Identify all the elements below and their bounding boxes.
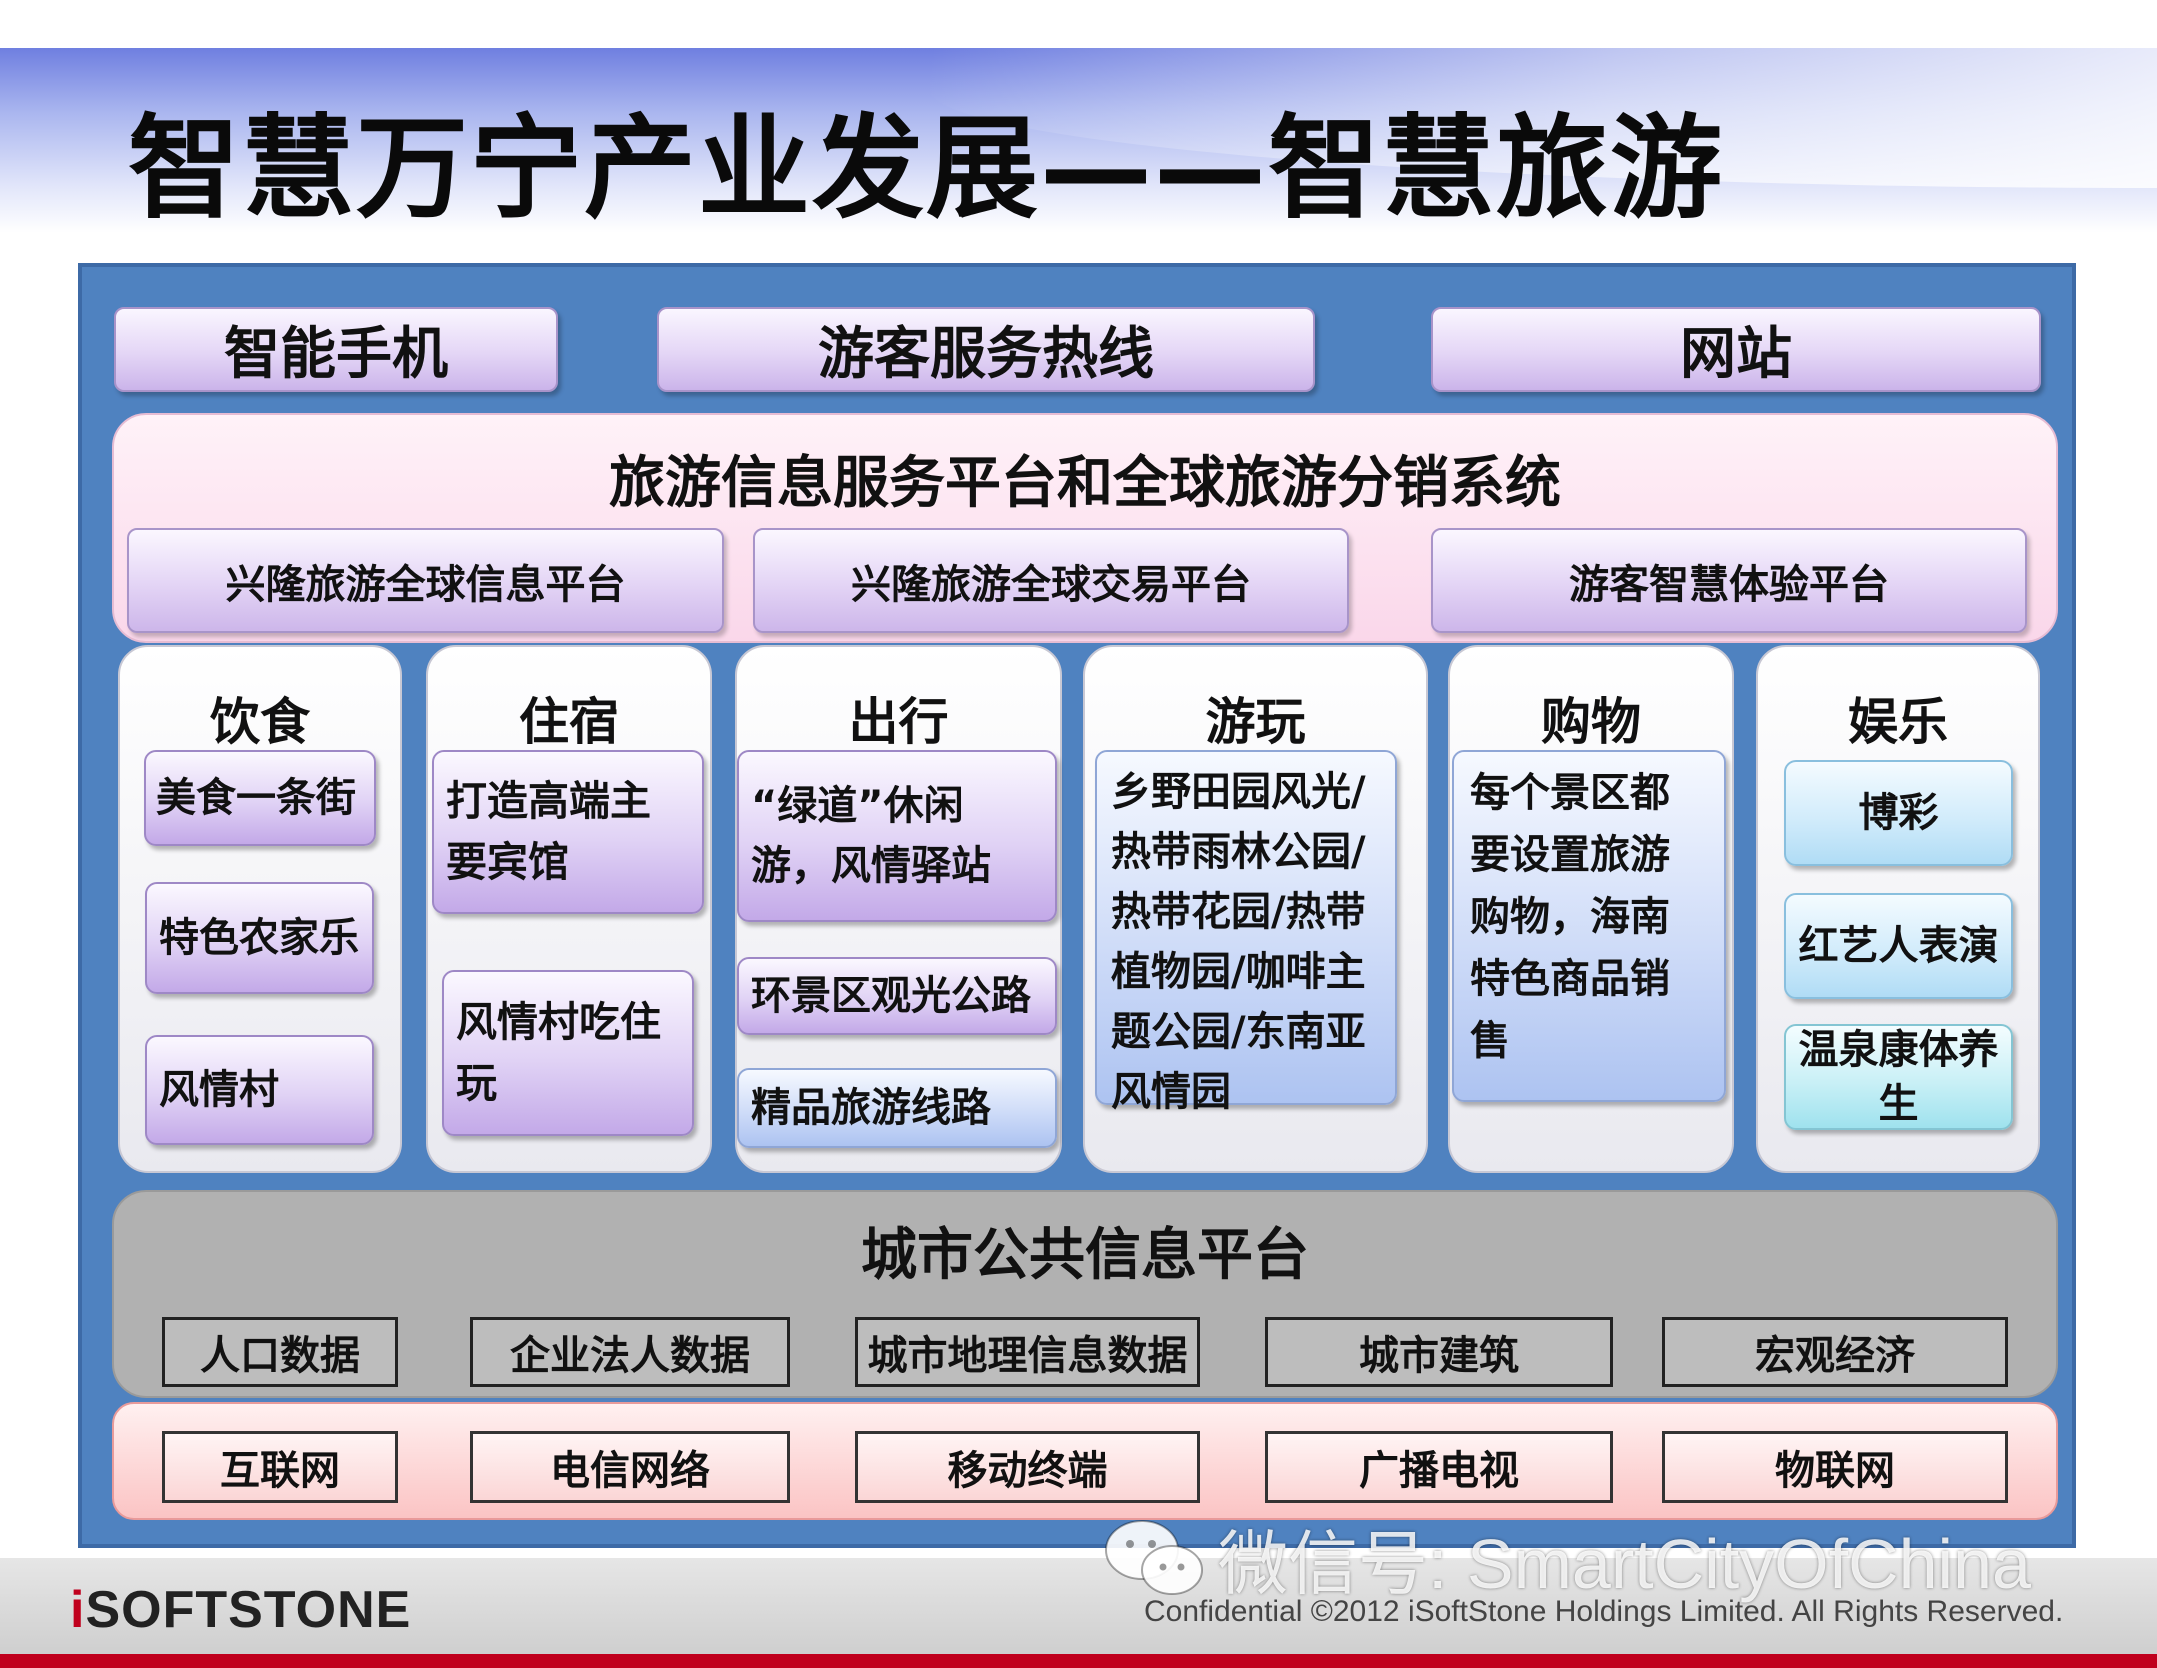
network-box-mobile: 移动终端 [855,1431,1200,1503]
channel-smartphone: 智能手机 [114,307,558,392]
list-item: 美食一条街 [144,750,376,846]
list-item: “绿道”休闲游，风情驿站 [737,750,1057,922]
list-item: 环景区观光公路 [737,957,1057,1035]
sub-platform-info: 兴隆旅游全球信息平台 [127,528,724,633]
isoftstone-logo: iSOFTSTONE [70,1581,412,1639]
channel-website: 网站 [1431,307,2041,392]
data-box-geo: 城市地理信息数据 [855,1317,1200,1387]
column-title: 住宿 [519,693,619,751]
channel-hotline: 游客服务热线 [657,307,1315,392]
list-item: 风情村 [145,1035,374,1145]
data-box-economy: 宏观经济 [1662,1317,2008,1387]
list-item: 温泉康体养生 [1784,1024,2013,1130]
city-platform-title: 城市公共信息平台 [861,1223,1309,1288]
data-box-population: 人口数据 [162,1317,398,1387]
list-item: 特色农家乐 [145,882,374,994]
confidential-notice: Confidential ©2012 iSoftStone Holdings L… [1144,1595,2064,1628]
sub-platform-experience: 游客智慧体验平台 [1431,528,2027,633]
column-title: 游玩 [1205,693,1306,751]
list-item: 每个景区都要设置旅游购物，海南特色商品销售 [1452,750,1726,1102]
network-box-telecom: 电信网络 [470,1431,790,1503]
list-item: 乡野田园风光/热带雨林公园/热带花园/热带植物园/咖啡主题公园/东南亚风情园 [1095,750,1397,1115]
network-box-iot: 物联网 [1662,1431,2008,1503]
network-box-internet: 互联网 [162,1431,398,1503]
network-box-broadcast: 广播电视 [1265,1431,1613,1503]
column-title: 饮食 [210,693,310,751]
page-title: 智慧万宁产业发展——智慧旅游 [128,104,1724,234]
list-item: 博彩 [1784,760,2013,866]
footer-bar [0,1558,2157,1654]
list-item: 打造高端主要宾馆 [432,750,704,914]
column-title: 出行 [848,693,949,751]
column-title: 娱乐 [1848,693,1948,751]
wechat-icon [1105,1520,1203,1595]
list-item: 风情村吃住玩 [442,970,694,1136]
data-box-building: 城市建筑 [1265,1317,1613,1387]
sub-platform-trade: 兴隆旅游全球交易平台 [753,528,1349,633]
list-item: 精品旅游线路 [737,1068,1057,1148]
list-item: 红艺人表演 [1784,893,2013,999]
column-title: 购物 [1541,693,1641,751]
footer-red-stripe [0,1654,2157,1668]
data-box-enterprise: 企业法人数据 [470,1317,790,1387]
wechat-watermark: 微信号: SmartCityOfChina [1218,1525,2031,1603]
tourism-platform-title: 旅游信息服务平台和全球旅游分销系统 [609,451,1561,516]
